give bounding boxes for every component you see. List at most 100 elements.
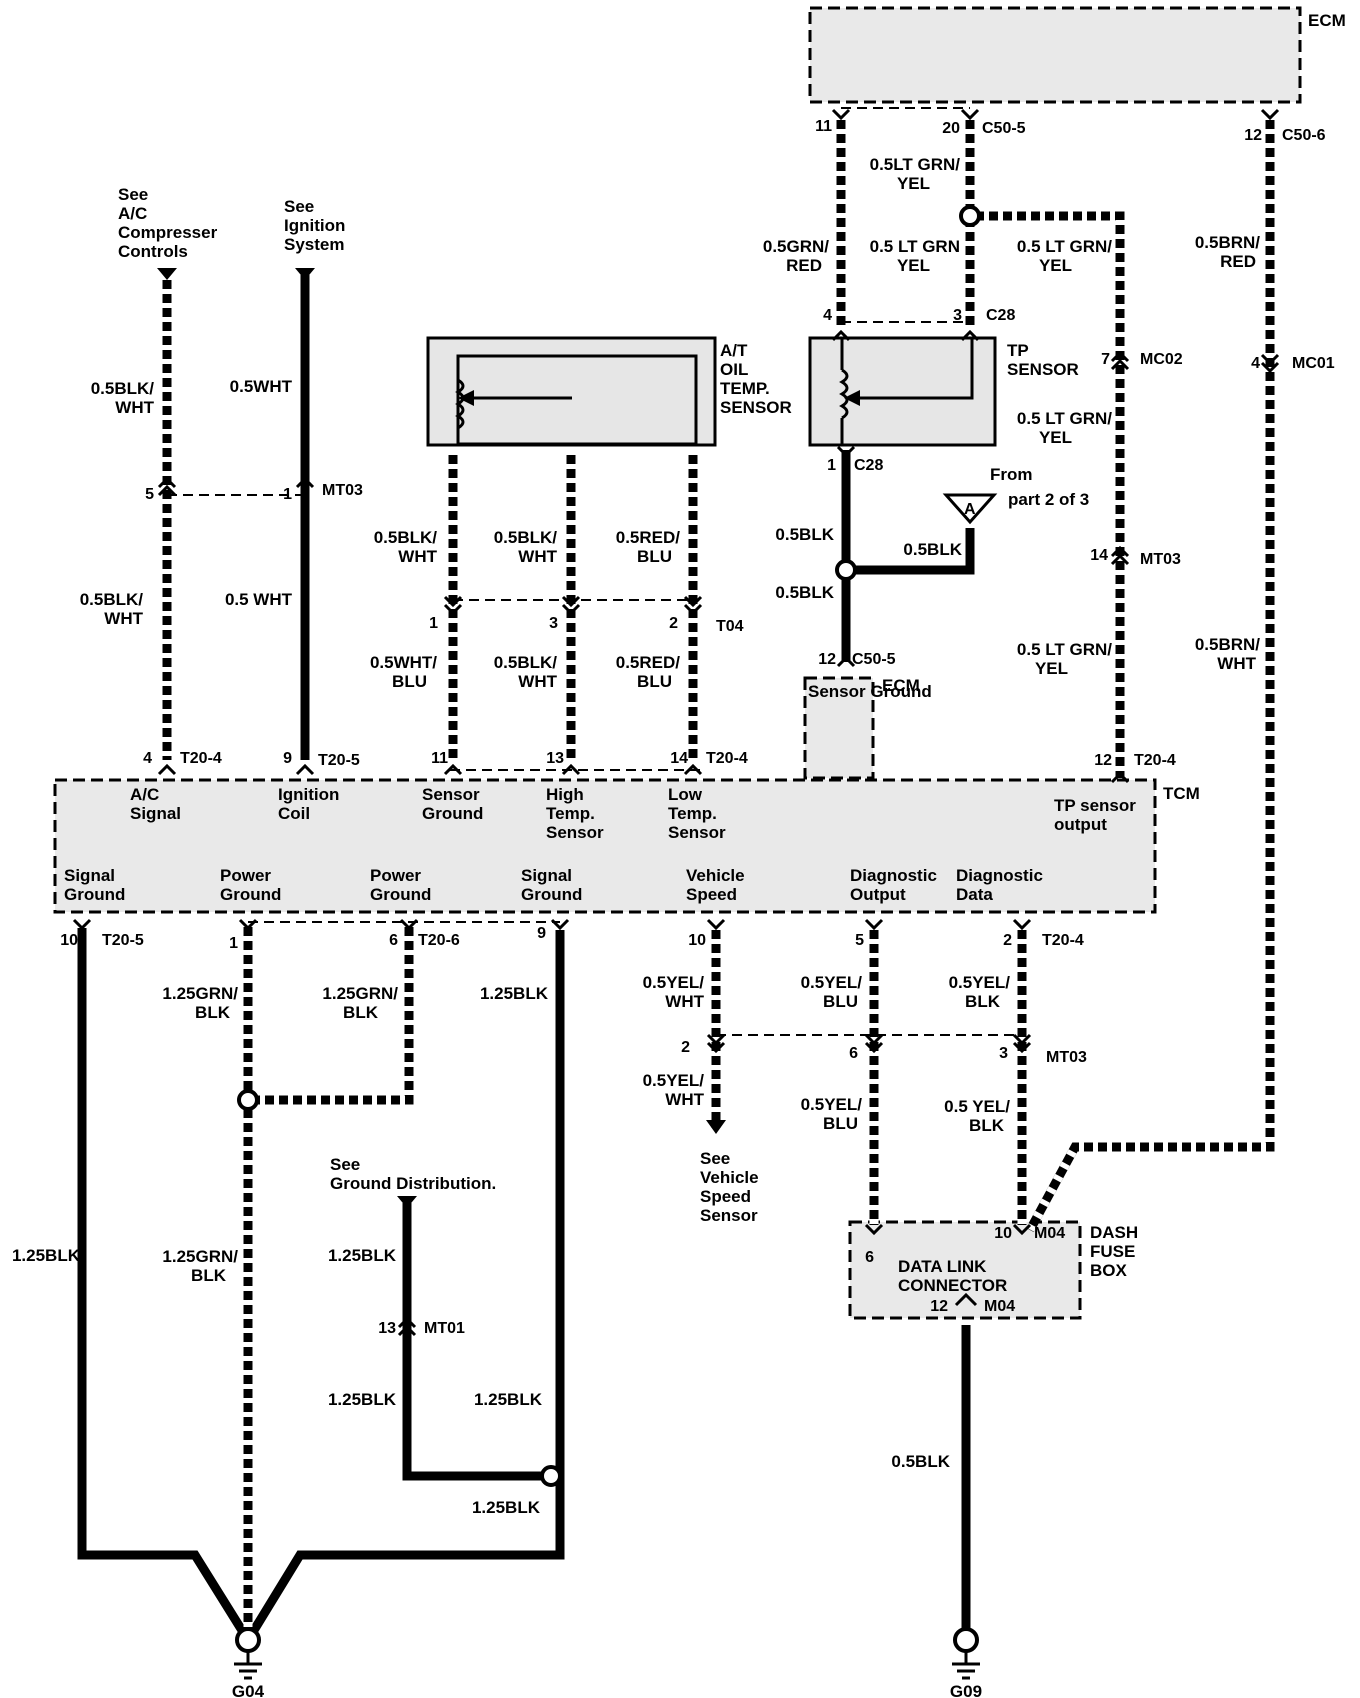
wire-label: RED	[1220, 252, 1256, 271]
connector-label: T20-5	[318, 752, 360, 769]
wire-label: 0.5BLK/	[374, 528, 438, 547]
pin-number: 6	[389, 932, 398, 949]
connector-label: C28	[986, 307, 1015, 324]
wire-label: 0.5RED/	[616, 653, 681, 672]
from-ref-2: part 2 of 3	[1008, 490, 1089, 509]
wire-label: 0.5WHT	[230, 377, 293, 396]
data-link-label-2: CONNECTOR	[898, 1276, 1007, 1295]
pin-number: 4	[823, 307, 832, 324]
pin-number: 14	[670, 750, 688, 767]
wire-label: BLK	[969, 1116, 1005, 1135]
wire-label: 1.25BLK	[328, 1246, 397, 1265]
ign-reference-arrow-icon	[295, 268, 315, 280]
tcm-sensor-ground-2: Ground	[422, 804, 483, 823]
atf-sensor-coil-icon	[455, 378, 465, 430]
tcm-low-temp-2: Temp.	[668, 804, 717, 823]
connector-chevrons	[72, 108, 1280, 1337]
wire-label: 1.25BLK	[12, 1246, 81, 1265]
from-part2-triangle-icon	[942, 493, 998, 525]
pin-number: 4	[1251, 355, 1260, 372]
pin-number: 1	[429, 615, 438, 632]
wire-label: YEL	[1039, 256, 1072, 275]
wire-label: 0.5BRN/	[1195, 635, 1260, 654]
ign-ref-2: Ignition	[284, 216, 345, 235]
wire-label: WHT	[665, 1090, 704, 1109]
wire-label: 0.5YEL/	[949, 973, 1011, 992]
solid-wires	[77, 275, 975, 1649]
vss-ref-2: Vehicle	[700, 1168, 759, 1187]
wire-label: 0.5BLK	[775, 583, 834, 602]
connector-label: C50-6	[1282, 127, 1326, 144]
tcm-power-ground-a-1: Power	[220, 866, 271, 885]
pin-number: 13	[378, 1320, 396, 1337]
wire-label: BLK	[191, 1266, 227, 1285]
dash-fuse-box-label-3: BOX	[1090, 1261, 1128, 1280]
connector-label: MC02	[1140, 351, 1183, 368]
sensor-ground-label: Sensor Ground	[808, 682, 932, 701]
wire-label: WHT	[1217, 654, 1256, 673]
atf-sensor-label-3: TEMP.	[720, 379, 770, 398]
dash-fuse-box-label-2: FUSE	[1090, 1242, 1135, 1261]
wire-label: 1.25GRN/	[322, 984, 398, 1003]
tcm-power-ground-b-1: Power	[370, 866, 421, 885]
connector-label: T04	[716, 618, 744, 635]
pin-number: 6	[849, 1045, 858, 1062]
pin-number: 4	[143, 750, 152, 767]
wire-label: WHT	[104, 609, 143, 628]
ac-ref-3: Compresser	[118, 223, 218, 242]
connector-label: MT03	[1046, 1049, 1087, 1066]
ecm-label: ECM	[1308, 11, 1346, 30]
ecm-sensor-label: ECM	[882, 676, 920, 695]
ac-ref-2: A/C	[118, 204, 147, 223]
ac-ref-1: See	[118, 185, 148, 204]
connector-label: M04	[1034, 1225, 1065, 1242]
wire-label: 0.5YEL/	[643, 1071, 705, 1090]
pin-number: 9	[283, 750, 292, 767]
wire-label: 0.5 LT GRN/	[1017, 640, 1112, 659]
wire-label: RED	[786, 256, 822, 275]
gnd-ref-2: Ground Distribution.	[330, 1174, 496, 1193]
tcm-ac-signal-1: A/C	[130, 785, 159, 804]
ac-ref-4: Controls	[118, 242, 188, 261]
pin-number: 3	[999, 1045, 1008, 1062]
wire-label: WHT	[665, 992, 704, 1011]
wire-label: YEL	[897, 256, 930, 275]
wire-label: 0.5BLK	[775, 525, 834, 544]
tcm-label: TCM	[1163, 784, 1200, 803]
pin-number: 13	[546, 750, 564, 767]
pin-number: 9	[537, 925, 546, 942]
wire-label: 0.5 YEL/	[944, 1097, 1010, 1116]
wire-label: 0.5 LT GRN/	[1017, 237, 1112, 256]
vss-reference-arrow-icon	[706, 1120, 726, 1134]
tcm-diag-output-1: Diagnostic	[850, 866, 937, 885]
wire-label: 0.5YEL/	[801, 1095, 863, 1114]
pin-number: 10	[60, 932, 78, 949]
from-tag: A	[964, 501, 976, 518]
pin-number: 10	[994, 1225, 1012, 1242]
atf-sensor-label-1: A/T	[720, 341, 748, 360]
wire-label: 1.25BLK	[474, 1390, 543, 1409]
wire-label: BLU	[637, 672, 672, 691]
wire-label: BLU	[823, 992, 858, 1011]
pin-number: 12	[1244, 127, 1262, 144]
connector-label: MT03	[322, 482, 363, 499]
atf-temp-sensor-inner	[456, 354, 698, 446]
wire-label: 1.25BLK	[472, 1498, 541, 1517]
connector-label: T20-6	[418, 932, 460, 949]
wire-label: BLK	[343, 1003, 379, 1022]
pin-number: 1	[229, 935, 238, 952]
pin-number: 12	[930, 1298, 948, 1315]
pin-number: 2	[681, 1039, 690, 1056]
connector-label: T20-4	[1042, 932, 1084, 949]
pin-number: 7	[1101, 351, 1110, 368]
tcm-high-temp-3: Sensor	[546, 823, 604, 842]
pin-number: 2	[1003, 932, 1012, 949]
terminal-arrows	[157, 268, 998, 1208]
pin-number: 11	[815, 118, 832, 135]
wire-label: 0.5 WHT	[225, 590, 293, 609]
ground-icons	[234, 1651, 980, 1680]
wire-label: 0.5BRN/	[1195, 233, 1260, 252]
pin-number: 2	[669, 615, 678, 632]
wire-label: 0.5YEL/	[643, 973, 705, 992]
